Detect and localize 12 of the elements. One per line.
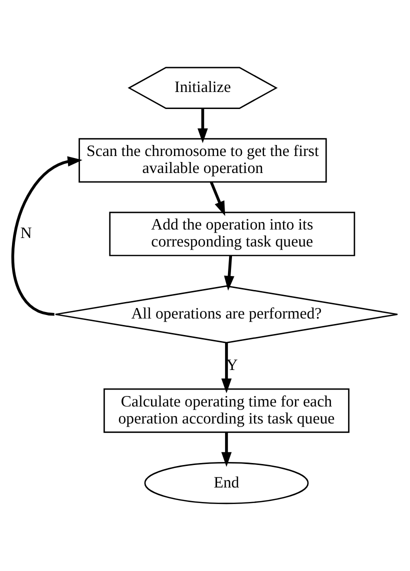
arrow bbox=[210, 182, 226, 216]
node-box: Scan the chromosome to get the first available operation bbox=[78, 138, 327, 183]
arrow bbox=[221, 342, 232, 394]
node-box: Add the operation into its corresponding task queue bbox=[109, 212, 356, 256]
node-diamond: All operations are performed? bbox=[54, 285, 398, 344]
arrow bbox=[12, 156, 82, 316]
arrow bbox=[221, 432, 232, 467]
node-box: Calculate operating time for each operation according its task queue bbox=[104, 388, 350, 433]
arrow bbox=[198, 108, 208, 144]
edge-label: N bbox=[20, 225, 32, 242]
arrow bbox=[224, 256, 234, 291]
node-ellipse: End bbox=[144, 462, 309, 504]
